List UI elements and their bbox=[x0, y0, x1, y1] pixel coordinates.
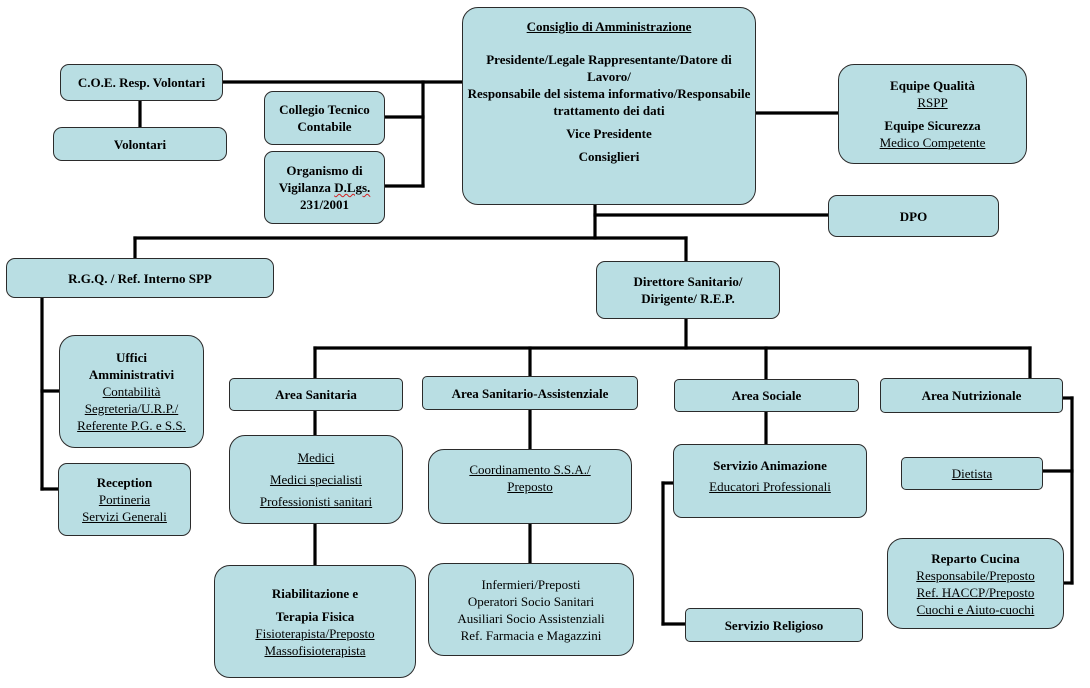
uffici-item-segreteria: Segreteria/U.R.P./ bbox=[84, 401, 179, 416]
volontari-title: Volontari bbox=[113, 136, 167, 152]
node-direttore: Direttore Sanitario/ Dirigente/ R.E.P. bbox=[596, 261, 780, 319]
consiglio-line1: Presidente/Legale Rappresentante/Datore … bbox=[486, 52, 732, 84]
medici-item-professionisti: Professionisti sanitari bbox=[259, 493, 373, 509]
node-collegio: Collegio Tecnico Contabile bbox=[264, 91, 385, 145]
node-volontari: Volontari bbox=[53, 127, 227, 161]
consiglio-line4: Consiglieri bbox=[578, 149, 640, 164]
area-sociale-title: Area Sociale bbox=[731, 388, 802, 403]
coordinamento-item-line1: Coordinamento S.S.A./ bbox=[469, 462, 591, 477]
node-infermieri: Infermieri/Preposti Operatori Socio Sani… bbox=[428, 563, 634, 656]
cucina-item-cuochi: Cuochi e Aiuto-cuochi bbox=[916, 601, 1035, 617]
consiglio-line2: Responsabile del sistema informativo/Res… bbox=[467, 86, 751, 118]
reception-item-portineria: Portineria bbox=[98, 492, 151, 507]
rgq-title: R.G.Q. / Ref. Interno SPP bbox=[68, 270, 212, 286]
equipe-qualita: Equipe Qualità bbox=[890, 78, 975, 93]
node-dietista: Dietista bbox=[901, 457, 1043, 490]
infermieri-item-asa: Ausiliari Socio Assistenziali bbox=[457, 610, 605, 626]
animazione-item-educatori: Educatori Professionali bbox=[709, 479, 831, 494]
dietista-title: Dietista bbox=[951, 466, 993, 481]
uffici-title: Uffici Amministrativi bbox=[88, 350, 175, 382]
node-coordinamento: Coordinamento S.S.A./ Preposto bbox=[428, 449, 632, 524]
cucina-title: Reparto Cucina bbox=[931, 550, 1020, 566]
riabilitazione-title-a: Riabilitazione e bbox=[271, 585, 359, 601]
cucina-item-responsabile: Responsabile/Preposto bbox=[916, 567, 1035, 583]
equipe-rspp: RSPP bbox=[917, 95, 948, 110]
cucina-item-haccp: Ref. HACCP/Preposto bbox=[916, 584, 1035, 600]
node-medici: Medici Medici specialisti Professionisti… bbox=[229, 435, 403, 524]
node-area-nutrizionale: Area Nutrizionale bbox=[880, 378, 1063, 413]
dpo-title: DPO bbox=[899, 208, 928, 224]
node-animazione: Servizio Animazione Educatori Profession… bbox=[673, 444, 867, 518]
node-area-sociale: Area Sociale bbox=[674, 379, 859, 412]
reception-item-servizi: Servizi Generali bbox=[82, 509, 167, 524]
area-ssa-title: Area Sanitario-Assistenziale bbox=[451, 385, 609, 401]
riabilitazione-item-massofisioterapista: Massofisioterapista bbox=[264, 642, 366, 658]
medici-item-specialisti: Medici specialisti bbox=[269, 471, 363, 487]
node-dpo: DPO bbox=[828, 195, 999, 237]
node-organismo: Organismo di Vigilanza D.Lgs. 231/2001 bbox=[264, 151, 385, 224]
infermieri-item-farmacia: Ref. Farmacia e Magazzini bbox=[460, 627, 602, 643]
node-riabilitazione: Riabilitazione e Terapia Fisica Fisioter… bbox=[214, 565, 416, 678]
reception-title: Reception bbox=[96, 475, 153, 490]
coordinamento-item-line2: Preposto bbox=[507, 479, 553, 494]
collegio-title: Collegio Tecnico Contabile bbox=[279, 102, 370, 134]
equipe-medico: Medico Competente bbox=[879, 135, 986, 150]
medici-item-medici: Medici bbox=[297, 449, 335, 465]
uffici-item-referente: Referente P.G. e S.S. bbox=[77, 418, 186, 433]
node-equipe: Equipe Qualità RSPP Equipe Sicurezza Med… bbox=[838, 64, 1027, 164]
equipe-sicurezza: Equipe Sicurezza bbox=[884, 118, 981, 133]
node-rgq: R.G.Q. / Ref. Interno SPP bbox=[6, 258, 274, 298]
node-coe: C.O.E. Resp. Volontari bbox=[60, 64, 223, 101]
infermieri-item-preposti: Infermieri/Preposti bbox=[481, 576, 581, 592]
infermieri-item-oss: Operatori Socio Sanitari bbox=[467, 593, 595, 609]
node-area-sanitaria: Area Sanitaria bbox=[229, 378, 403, 411]
node-cucina: Reparto Cucina Responsabile/Preposto Ref… bbox=[887, 538, 1064, 629]
coe-title: C.O.E. Resp. Volontari bbox=[77, 75, 206, 90]
area-sanitaria-title: Area Sanitaria bbox=[275, 387, 357, 402]
religioso-title: Servizio Religioso bbox=[724, 617, 824, 633]
node-area-ssa: Area Sanitario-Assistenziale bbox=[422, 376, 638, 410]
riabilitazione-item-fisioterapista: Fisioterapista/Preposto bbox=[255, 625, 375, 641]
node-reception: Reception Portineria Servizi Generali bbox=[58, 463, 191, 536]
riabilitazione-title-b: Terapia Fisica bbox=[275, 608, 355, 624]
area-nutrizionale-title: Area Nutrizionale bbox=[921, 388, 1022, 403]
node-uffici: Uffici Amministrativi Contabilità Segret… bbox=[59, 335, 204, 448]
direttore-title: Direttore Sanitario/ Dirigente/ R.E.P. bbox=[633, 274, 743, 306]
node-religioso: Servizio Religioso bbox=[685, 608, 863, 642]
consiglio-title: Consiglio di Amministrazione bbox=[526, 19, 692, 34]
node-consiglio: Consiglio di Amministrazione Presidente/… bbox=[462, 7, 756, 205]
consiglio-line3: Vice Presidente bbox=[566, 126, 652, 141]
animazione-title: Servizio Animazione bbox=[713, 458, 827, 473]
organismo-title: Organismo di Vigilanza D.Lgs. 231/2001 bbox=[278, 163, 371, 212]
uffici-item-contabilita: Contabilità bbox=[102, 384, 161, 399]
